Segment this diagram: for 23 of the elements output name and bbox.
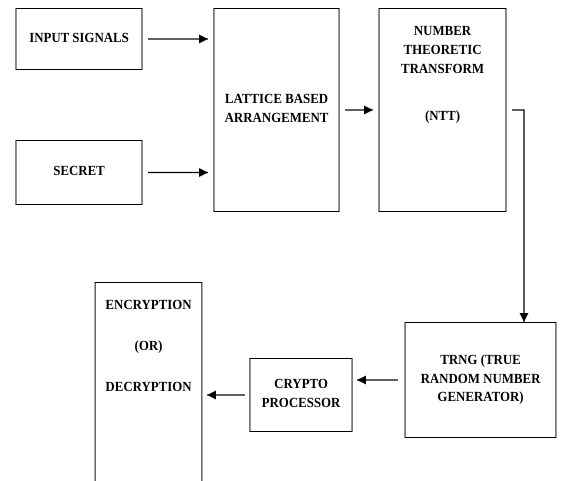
arrow: [512, 109, 529, 322]
box-label: ENCRYPTION: [105, 297, 192, 315]
box-label: INPUT SIGNALS: [29, 30, 129, 48]
box-label: LATTICE BASED ARRANGEMENT: [224, 91, 330, 128]
process-box: [249, 358, 353, 432]
box-label: TRNG (TRUE RANDOM NUMBER GENERATOR): [420, 352, 542, 408]
process-box: [94, 282, 202, 481]
arrow: [345, 105, 373, 115]
box-label: (OR): [134, 338, 162, 356]
box-label: (NTT): [424, 108, 460, 126]
process-box: [16, 140, 142, 205]
process-box: [16, 8, 142, 70]
box-label: NUMBER THEORETIC TRANSFORM: [400, 23, 485, 79]
arrow: [207, 390, 245, 400]
box-label: DECRYPTION: [105, 378, 192, 397]
arrow: [148, 34, 208, 44]
arrow: [148, 168, 208, 178]
process-box: [213, 8, 340, 212]
arrow: [357, 375, 398, 385]
process-box: [404, 322, 556, 438]
box-label: SECRET: [53, 163, 105, 182]
process-box: [378, 8, 506, 212]
box-label: CRYPTO PROCESSOR: [260, 376, 342, 413]
